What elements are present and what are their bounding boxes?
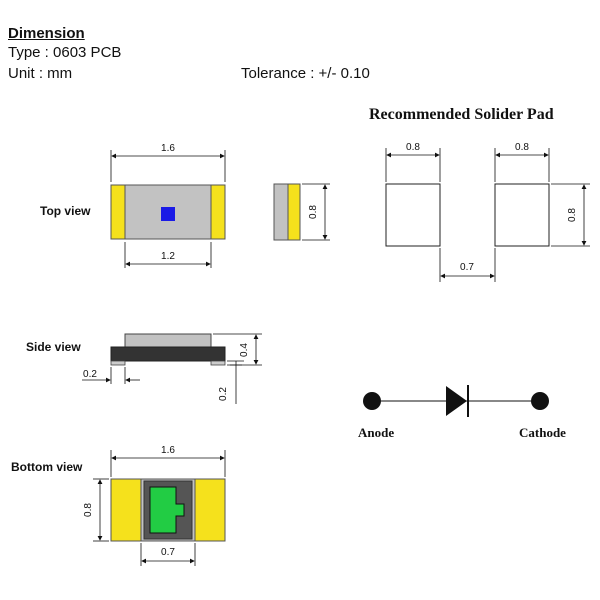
side-height-dim: 0.4 [239,343,250,357]
bottom-height-dim: 0.8 [83,503,94,517]
bottom-view-label: Bottom view [11,460,83,474]
bottom-terminal-right [194,478,226,542]
top-terminal-left [110,184,126,240]
side-view-drawing: 0.4 0.2 0.2 [82,333,262,404]
side-base-dim: 0.2 [218,387,229,401]
pad-left-width: 0.8 [406,142,420,153]
bottom-polarity-pad [149,486,185,534]
top-inner-dim: 1.2 [161,251,175,262]
top-view-label: Top view [40,204,91,218]
bottom-terminal-left [110,478,142,542]
end-body [273,183,289,241]
side-lens [124,333,212,349]
side-foot-right [210,360,226,366]
pad-right-width: 0.8 [515,142,529,153]
diode-triangle [446,386,467,416]
top-terminal-right [210,184,226,240]
pad-height: 0.8 [567,208,578,222]
pad-right [494,183,550,247]
top-view-drawing: 1.6 1.2 [110,143,226,268]
type-label: Type : 0603 PCB [8,44,122,61]
side-foot-left [110,360,126,366]
bottom-view-drawing: 1.6 0.8 0.7 [83,445,226,566]
unit-label: Unit : mm [8,65,73,82]
cathode-terminal [531,392,549,410]
solder-pad-drawing: 0.8 0.8 0.8 0.7 [385,142,590,282]
diode-symbol [363,385,549,417]
top-length-dim: 1.6 [161,143,175,154]
anode-label: Anode [358,425,395,440]
pad-gap: 0.7 [460,262,474,273]
anode-terminal [363,392,381,410]
end-view-drawing: 0.8 [273,183,330,241]
side-substrate [110,346,226,362]
tolerance-label: Tolerance : +/- 0.10 [241,65,370,82]
side-view-label: Side view [26,340,81,354]
cathode-label: Cathode [519,425,566,440]
led-chip [161,207,175,221]
bottom-pad-width-dim: 0.7 [161,547,175,558]
side-foot-dim: 0.2 [83,369,97,380]
end-terminal [287,183,301,241]
pad-left [385,183,441,247]
solder-pad-title: Recommended Solider Pad [369,106,554,123]
bottom-length-dim: 1.6 [161,445,175,456]
title: Dimension [8,25,85,42]
end-height-dim: 0.8 [308,205,319,219]
